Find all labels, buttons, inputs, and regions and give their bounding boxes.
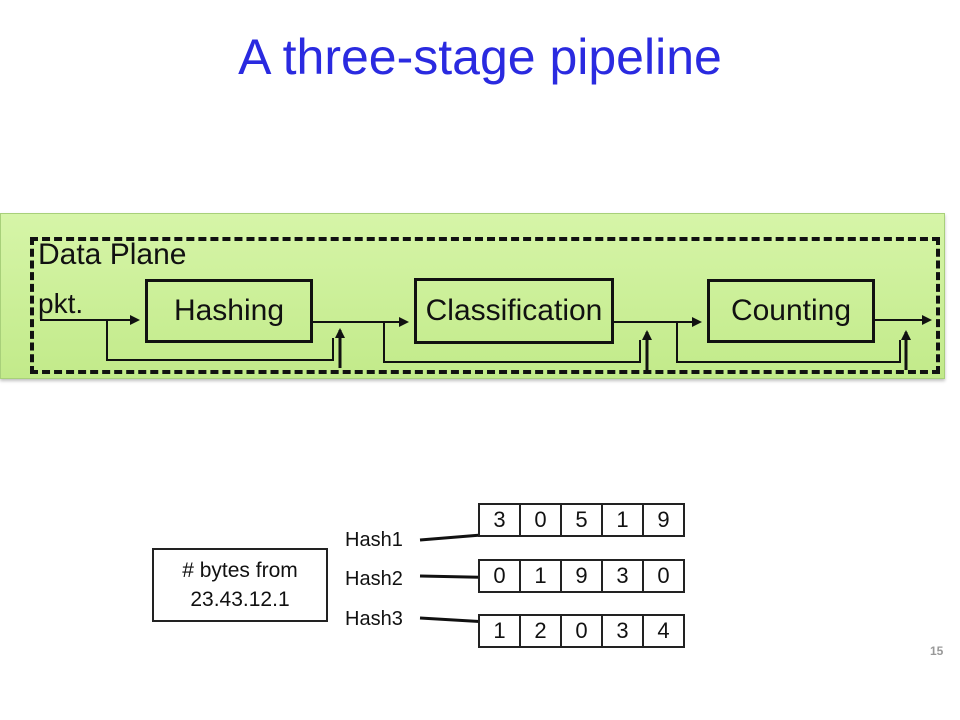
counter-cell: 9	[642, 503, 685, 537]
data-plane-label: Data Plane	[38, 238, 187, 271]
counter-cell: 9	[560, 559, 603, 593]
byte-counter-line1: # bytes from	[182, 559, 298, 582]
counter-cell: 3	[601, 614, 644, 648]
byte-counter-box: # bytes from 23.43.12.1	[152, 548, 328, 622]
counter-cell: 3	[601, 559, 644, 593]
data-plane-boundary	[30, 237, 940, 374]
hash2-label: Hash2	[345, 568, 403, 590]
hash3-label: Hash3	[345, 608, 403, 630]
counter-cell: 2	[519, 614, 562, 648]
counter-cell: 0	[560, 614, 603, 648]
hash1-counter-array: 3 0 5 1 9	[478, 503, 685, 537]
wire-counting-out	[875, 315, 932, 370]
wire-counting-bypass	[676, 322, 901, 363]
counter-cell: 1	[519, 559, 562, 593]
page-number: 15	[930, 644, 944, 658]
counter-cell: 0	[642, 559, 685, 593]
counter-cell: 0	[478, 559, 521, 593]
byte-counter-line2: 23.43.12.1	[190, 588, 290, 611]
counter-cell: 5	[560, 503, 603, 537]
counter-cell: 4	[642, 614, 685, 648]
wire-classification-out	[614, 317, 702, 370]
hash2-counter-array: 0 1 9 3 0	[478, 559, 685, 593]
counter-cell: 1	[601, 503, 644, 537]
stage-counting: Counting	[707, 279, 875, 343]
counter-cell: 3	[478, 503, 521, 537]
stage-hashing: Hashing	[145, 279, 313, 343]
counter-cell: 0	[519, 503, 562, 537]
wire-hashing-bypass	[106, 320, 334, 361]
packet-input-label: pkt.	[38, 288, 84, 319]
slide-title: A three-stage pipeline	[238, 29, 722, 85]
wire-classification-bypass	[383, 322, 641, 363]
hash1-label: Hash1	[345, 529, 403, 551]
counter-cell: 1	[478, 614, 521, 648]
wire-hashing-out	[313, 317, 409, 368]
hash3-counter-array: 1 2 0 3 4	[478, 614, 685, 648]
stage-classification: Classification	[414, 278, 614, 344]
